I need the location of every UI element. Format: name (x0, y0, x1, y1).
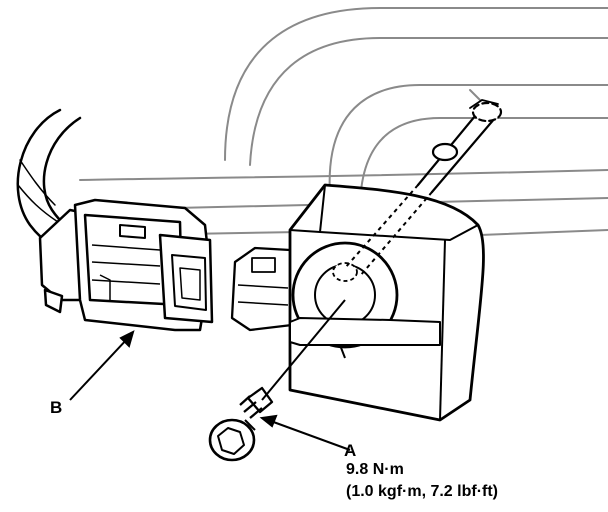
torque-spec-alternate: (1.0 kgf·m, 7.2 lbf·ft) (346, 483, 499, 500)
connector-b (38, 198, 214, 332)
callout-b-label: B (50, 398, 63, 417)
bolt-a (208, 386, 274, 462)
sensor-connector (230, 246, 294, 332)
sensor-shaft (416, 99, 503, 194)
bolt-axis-line (261, 299, 346, 401)
callout-a-label: A (344, 441, 357, 460)
sensor-body (288, 183, 485, 422)
hidden-shaft-lines (344, 184, 433, 277)
leader-b (69, 330, 135, 401)
leader-a (259, 414, 351, 451)
torque-spec-metric: 9.8 N·m (346, 461, 404, 478)
